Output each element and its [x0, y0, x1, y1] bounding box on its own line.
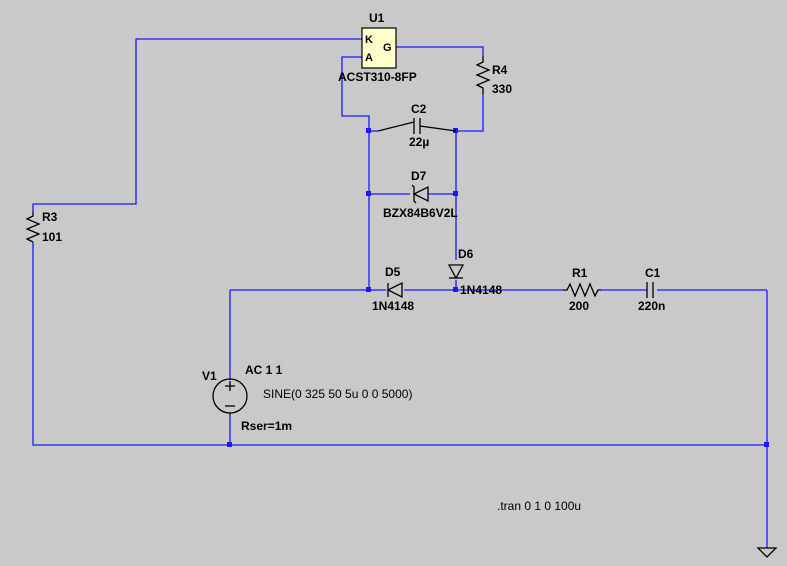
v1-ac-label: AC 1 1: [245, 363, 283, 377]
d7-part-label: BZX84B6V2L: [383, 206, 458, 220]
d5-part-label: 1N4148: [372, 299, 415, 313]
c1-value-label: 220n: [638, 299, 666, 313]
v1-source-label: SINE(0 325 50 5u 0 0 5000): [263, 387, 413, 401]
r3-resistor[interactable]: [25, 212, 41, 243]
u1-pin-a: A: [365, 52, 373, 64]
u1-ref-label: U1: [369, 11, 385, 25]
d7-zener-diode[interactable]: [411, 184, 429, 204]
r1-ref-label: R1: [572, 266, 588, 280]
wires: [32, 38, 768, 548]
c2-ref-label: C2: [411, 102, 427, 116]
d6-ref-label: D6: [458, 247, 474, 261]
ground-symbol: [756, 547, 778, 558]
u1-pin-k: K: [365, 34, 373, 46]
r3-ref-label: R3: [42, 210, 58, 224]
u1-part-label: ACST310-8FP: [338, 70, 417, 84]
r4-resistor[interactable]: [475, 56, 491, 94]
v1-ref-label: V1: [202, 369, 217, 383]
u1-pin-g: G: [383, 42, 392, 54]
r4-ref-label: R4: [492, 63, 508, 77]
r3-value-label: 101: [42, 230, 63, 244]
c1-capacitor[interactable]: [646, 282, 654, 298]
v1-rser-label: Rser=1m: [241, 419, 293, 433]
u1-acst-switch[interactable]: K A G: [361, 27, 397, 69]
r1-value-label: 200: [569, 299, 590, 313]
r4-value-label: 330: [492, 82, 513, 96]
r1-resistor[interactable]: [563, 282, 601, 298]
c2-capacitor[interactable]: [377, 118, 457, 134]
d5-ref-label: D5: [385, 265, 401, 279]
d5-diode[interactable]: [386, 281, 403, 299]
v1-voltage-source[interactable]: [212, 378, 248, 415]
d6-diode[interactable]: [447, 264, 465, 280]
tran-directive[interactable]: .tran 0 1 0 100u: [497, 499, 582, 513]
d7-ref-label: D7: [411, 169, 427, 183]
d6-part-label: 1N4148: [460, 283, 503, 297]
c1-ref-label: C1: [645, 266, 661, 280]
c2-value-label: 22µ: [409, 135, 430, 149]
